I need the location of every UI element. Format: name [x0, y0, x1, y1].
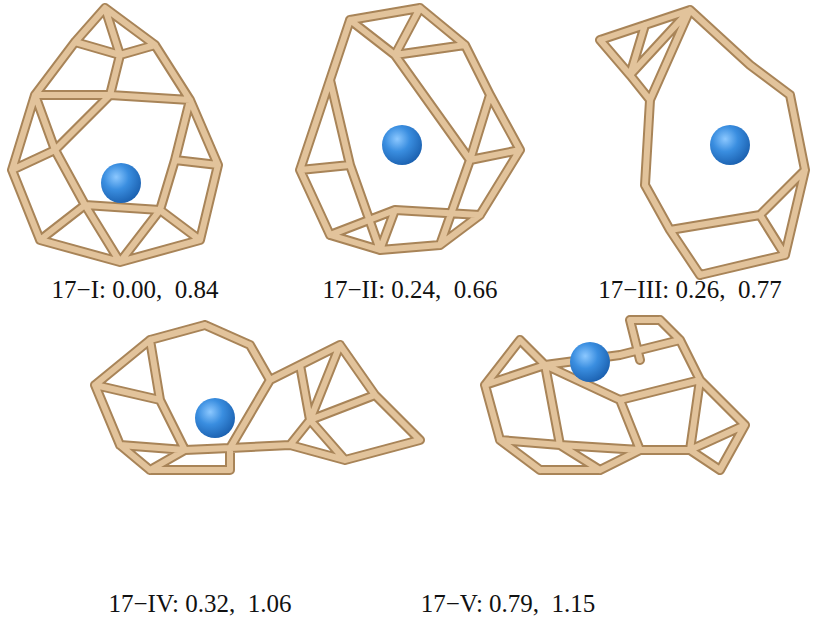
- cage-17-iii: [600, 10, 805, 275]
- cage-17-iv: [95, 325, 420, 470]
- isomer-label: 17−V: 0.79, 1.15: [421, 590, 596, 618]
- cage-17-i: [12, 8, 218, 262]
- cage-17-v: [485, 320, 745, 470]
- isomer-label: 17−IV: 0.32, 1.06: [108, 590, 291, 618]
- isomer-label: 17−III: 0.26, 0.77: [598, 276, 782, 304]
- isomer-label: 17−II: 0.24, 0.66: [322, 276, 497, 304]
- isomer-label: 17−I: 0.00, 0.84: [52, 276, 219, 304]
- cage-17-ii: [300, 8, 520, 250]
